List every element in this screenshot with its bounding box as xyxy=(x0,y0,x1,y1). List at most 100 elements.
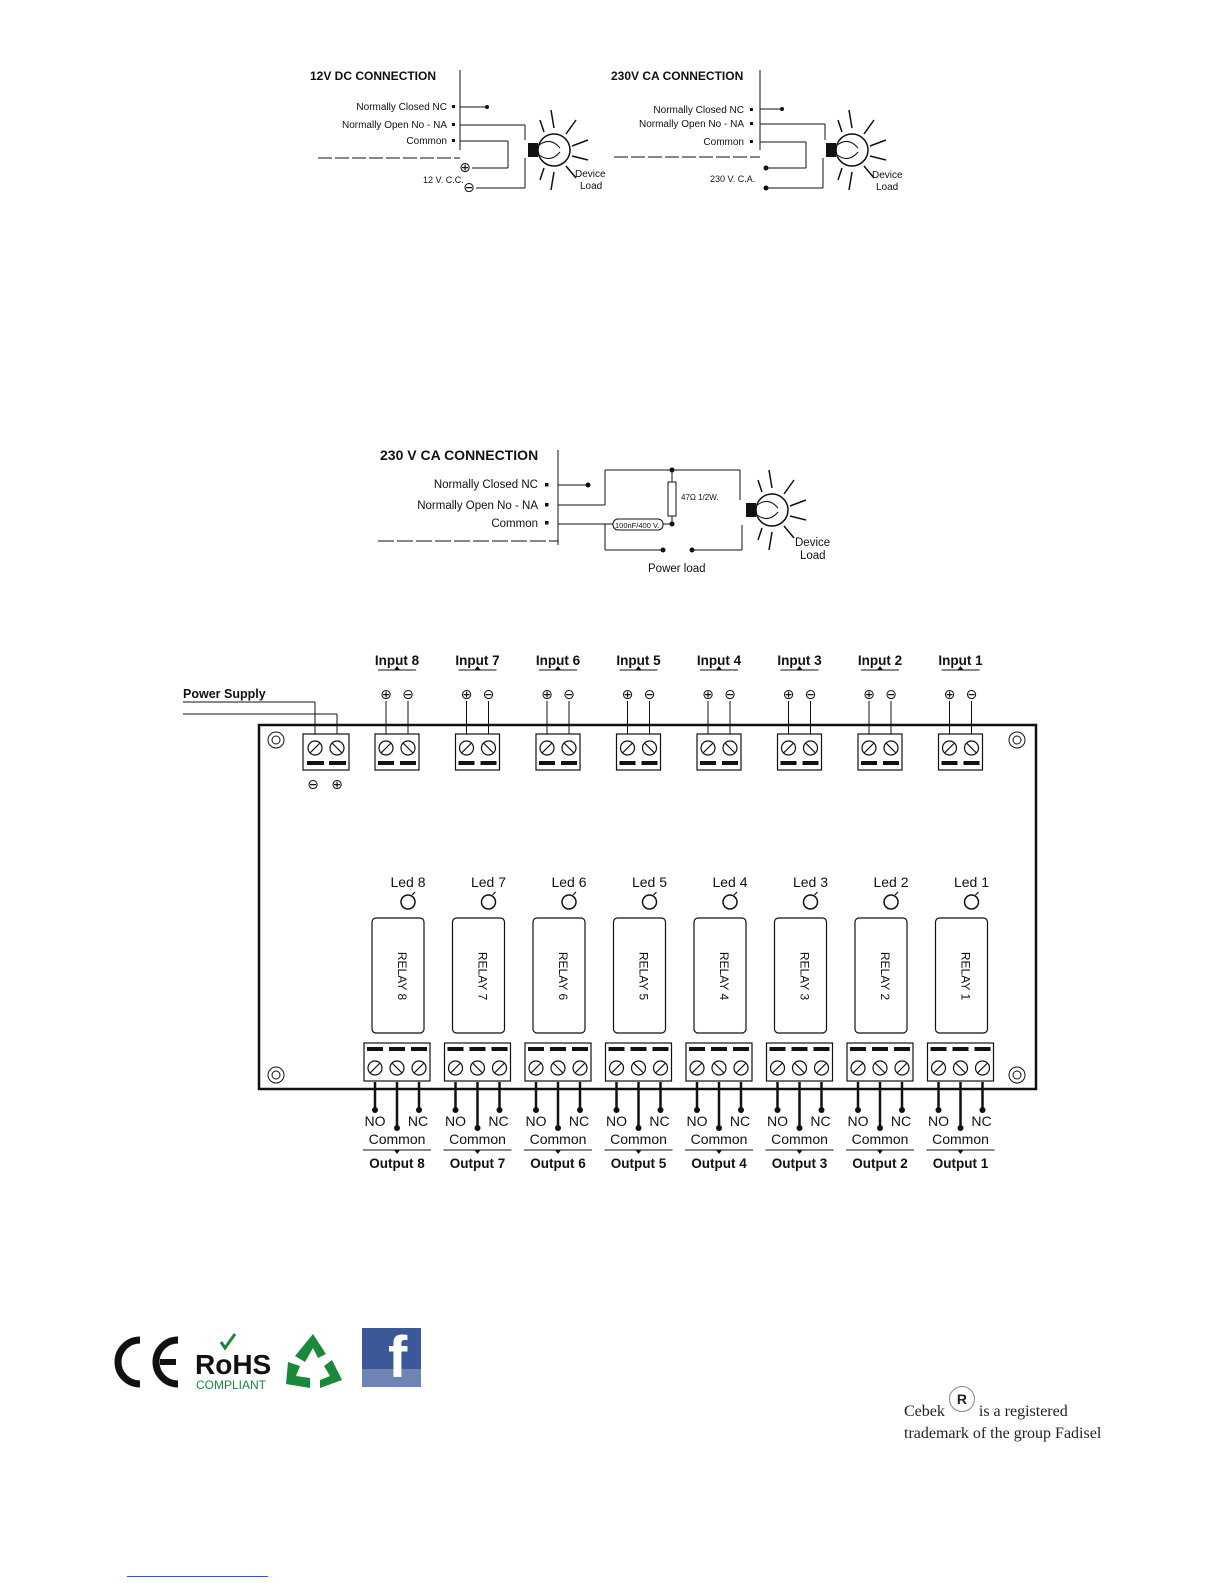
facebook-letter: f xyxy=(388,1328,408,1387)
power-terminal-block xyxy=(302,733,350,771)
relay-label: RELAY 4 xyxy=(717,952,731,1001)
plus-symbol: ⊕ xyxy=(380,686,392,702)
common-label: Common xyxy=(691,1131,748,1147)
relay-label: RELAY 3 xyxy=(798,952,812,1001)
minus-symbol: ⊖ xyxy=(644,686,656,702)
output-label: Output 3 xyxy=(772,1156,828,1171)
no-label: NO xyxy=(687,1113,708,1129)
no-label: NO xyxy=(767,1113,788,1129)
output-terminal-block xyxy=(524,1042,592,1082)
ac-common-label: Common xyxy=(703,137,744,148)
board-outline xyxy=(257,723,1038,1091)
trademark-note: CebekRis a registered trademark of the g… xyxy=(904,1386,1164,1444)
plus-symbol: ⊕ xyxy=(541,686,553,702)
nc-label: NC xyxy=(408,1113,428,1129)
nc-label: NC xyxy=(891,1113,911,1129)
ac-no-label: Normally Open No - NA xyxy=(639,119,744,130)
output-label: Output 6 xyxy=(530,1156,586,1171)
ac-nc-label: Normally Closed NC xyxy=(653,105,744,116)
snubber-load-label-1: Device xyxy=(795,537,830,549)
no-label: NO xyxy=(365,1113,386,1129)
relay: RELAY 5 xyxy=(612,917,667,1034)
common-label: Common xyxy=(449,1131,506,1147)
relay: RELAY 7 xyxy=(451,917,506,1034)
input-label: Input 7 xyxy=(455,653,499,668)
led-icon xyxy=(400,894,416,910)
no-label: NO xyxy=(848,1113,869,1129)
input-label: Input 5 xyxy=(616,653,661,668)
led-label: Led 4 xyxy=(712,874,747,890)
output-terminal-block xyxy=(443,1042,512,1082)
input-terminal-block xyxy=(776,733,823,771)
nc-label: NC xyxy=(971,1113,991,1129)
plus-symbol: ⊕ xyxy=(702,686,714,702)
plus-symbol: ⊕ xyxy=(783,686,795,702)
trademark-text-1: is a registered xyxy=(978,1403,1068,1420)
led-label: Led 1 xyxy=(954,874,989,890)
led-label: Led 2 xyxy=(873,874,908,890)
nc-label: NC xyxy=(569,1113,589,1129)
ac-connection-diagram: 230V CA CONNECTION Normally Closed NC No… xyxy=(611,69,903,193)
input-label: Input 3 xyxy=(777,653,822,668)
led-label: Led 3 xyxy=(793,874,828,890)
rohs-sub: COMPLIANT xyxy=(196,1378,267,1392)
output-label: Output 8 xyxy=(369,1156,425,1171)
led-icon xyxy=(802,894,819,910)
snubber-load-label-2: Load xyxy=(800,550,826,562)
output-terminal-block xyxy=(846,1042,914,1082)
footer-link-underline[interactable] xyxy=(127,1576,268,1577)
relay-label: RELAY 5 xyxy=(637,952,651,1001)
trademark-text-2: trademark of the group Fadisel xyxy=(904,1425,1102,1442)
minus-symbol: ⊖ xyxy=(402,686,414,702)
relay-label: RELAY 8 xyxy=(395,952,409,1001)
mounting-hole xyxy=(267,731,285,749)
output-terminal-block xyxy=(765,1042,834,1082)
no-label: NO xyxy=(928,1113,949,1129)
minus-symbol: ⊖ xyxy=(463,179,475,195)
common-label: Common xyxy=(771,1131,828,1147)
capacitor-label: 100nF/400 V. xyxy=(615,521,659,530)
relay-label: RELAY 7 xyxy=(476,952,490,1001)
relay: RELAY 6 xyxy=(532,917,586,1034)
minus-symbol: ⊖ xyxy=(563,686,575,702)
output-label: Output 7 xyxy=(450,1156,506,1171)
led-label: Led 7 xyxy=(471,874,506,890)
plus-symbol: ⊕ xyxy=(331,776,343,792)
snubber-common-label: Common xyxy=(491,518,538,530)
ce-logo xyxy=(112,1334,184,1390)
relay: RELAY 4 xyxy=(693,917,747,1034)
snubber-connection-diagram: 230 V CA CONNECTION Normally Closed NC N… xyxy=(378,447,830,575)
minus-symbol: ⊖ xyxy=(885,686,897,702)
common-label: Common xyxy=(530,1131,587,1147)
relay: RELAY 3 xyxy=(773,917,828,1034)
power-supply-label: Power Supply xyxy=(183,687,266,701)
common-label: Common xyxy=(610,1131,667,1147)
input-terminal-block xyxy=(696,733,742,771)
led-icon xyxy=(963,894,980,910)
input-terminal-block xyxy=(374,733,420,771)
no-label: NO xyxy=(526,1113,547,1129)
dc-common-label: Common xyxy=(406,136,447,147)
input-label: Input 2 xyxy=(858,653,902,668)
power-load-label: Power load xyxy=(648,563,706,575)
dc-title: 12V DC CONNECTION xyxy=(310,69,436,83)
relay-label: RELAY 1 xyxy=(959,952,973,1001)
dc-no-label: Normally Open No - NA xyxy=(342,120,447,131)
plus-symbol: ⊕ xyxy=(461,686,473,702)
input-terminal-block xyxy=(615,733,662,771)
common-label: Common xyxy=(932,1131,989,1147)
output-terminal-block xyxy=(604,1042,673,1082)
nc-label: NC xyxy=(488,1113,508,1129)
common-label: Common xyxy=(369,1131,426,1147)
nc-label: NC xyxy=(649,1113,669,1129)
relay: RELAY 1 xyxy=(934,917,989,1034)
output-terminal-block xyxy=(685,1042,753,1082)
led-icon xyxy=(883,894,899,910)
dc-load-label-1: Device xyxy=(575,169,606,180)
relay: RELAY 8 xyxy=(371,917,425,1034)
brand-name: Cebek xyxy=(904,1403,945,1420)
